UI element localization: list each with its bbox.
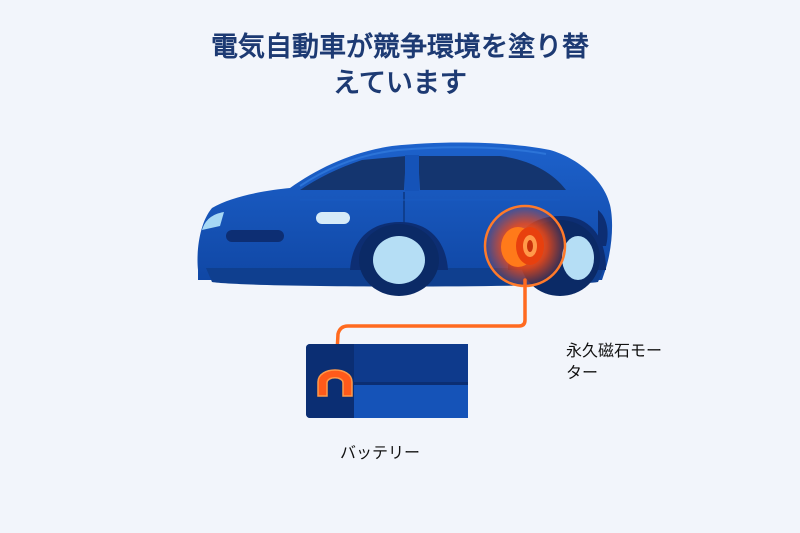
motor-icon <box>483 204 567 288</box>
title-line-1: 電気自動車が競争環境を塗り替 <box>211 32 589 63</box>
motor-label-line-1: 永久磁石モー <box>566 341 663 360</box>
motor-label: 永久磁石モー ター <box>566 340 686 384</box>
car-pillar <box>405 155 419 191</box>
title-line-2: えています <box>333 68 467 99</box>
car-door-handle <box>316 212 350 224</box>
front-wheel-icon <box>359 224 439 296</box>
battery-icon <box>306 344 468 418</box>
magnet-icon <box>317 369 353 397</box>
power-cable <box>334 278 527 374</box>
car-tail <box>598 210 608 246</box>
page-title: 電気自動車が競争環境を塗り替 えています <box>0 30 800 102</box>
battery-label: バッテリー <box>340 443 421 462</box>
car-headlight <box>202 212 224 230</box>
car-front-window <box>300 156 406 190</box>
car-rear-window <box>418 156 566 190</box>
car-fog-light <box>226 230 284 242</box>
motor-label-line-2: ター <box>566 363 599 382</box>
car-roof <box>299 146 547 187</box>
